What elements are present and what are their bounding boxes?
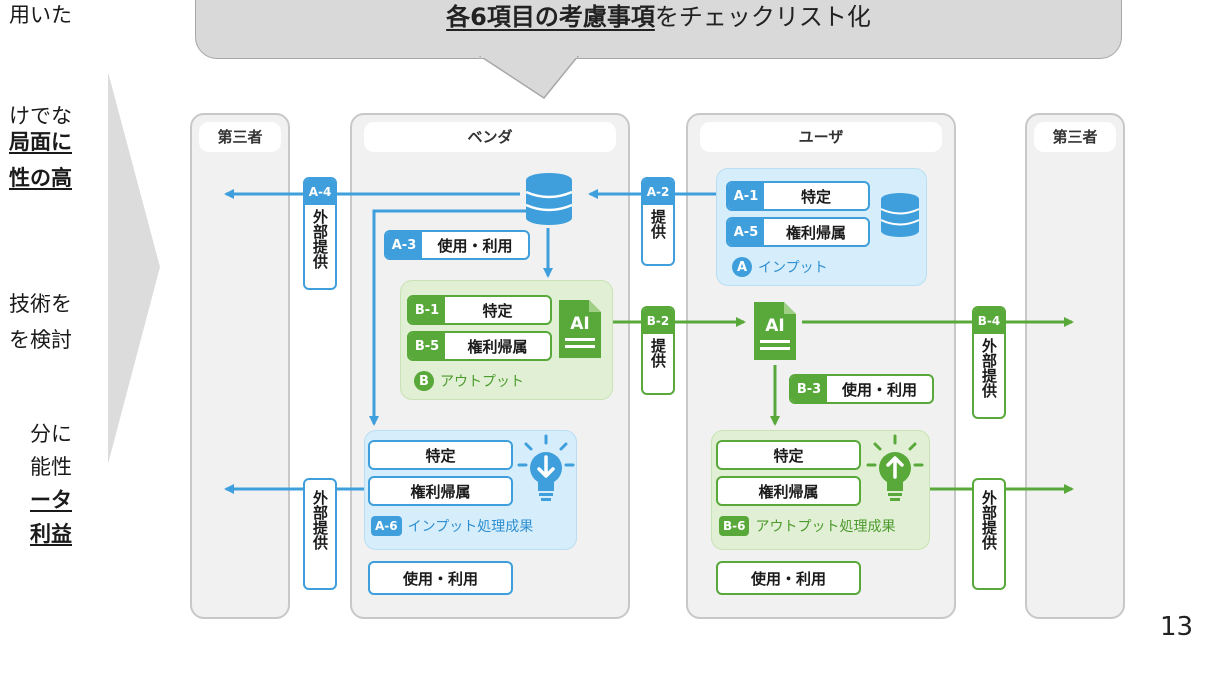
left-text-6: を検討 bbox=[9, 328, 72, 352]
lane-title-user: ユーザ bbox=[700, 122, 942, 152]
tag-a1: A-1 bbox=[728, 183, 764, 209]
output-result-caption-text: アウトプット処理成果 bbox=[755, 519, 896, 535]
bubble-text: 各6項目の考慮事項をチェックリスト化 bbox=[195, 2, 1122, 32]
page-number: 13 bbox=[1160, 612, 1194, 642]
bubble-highlight: 各6項目の考慮事項 bbox=[446, 3, 655, 31]
database-icon bbox=[880, 193, 920, 237]
ai-document-icon bbox=[754, 302, 796, 360]
item-b3: B-3 使用・利用 bbox=[789, 374, 934, 404]
lane-title-third-party-right: 第三者 bbox=[1034, 122, 1116, 152]
label-a1: 特定 bbox=[800, 187, 831, 206]
box-a4: A-4 外部提供 bbox=[303, 177, 337, 290]
left-text-3: 局面に bbox=[9, 130, 72, 154]
left-text-1: 用いた bbox=[9, 3, 72, 27]
left-text-10: 利益 bbox=[30, 522, 72, 546]
label-b5: 権利帰属 bbox=[467, 337, 528, 356]
output-result-use: 使用・利用 bbox=[716, 561, 861, 595]
lane-title-third-party-left: 第三者 bbox=[199, 122, 281, 152]
lightbulb-down-icon bbox=[517, 434, 575, 501]
tag-a3: A-3 bbox=[386, 232, 422, 258]
tag-a5: A-5 bbox=[728, 219, 764, 245]
output-result-use-label: 使用・利用 bbox=[750, 569, 826, 588]
label-ext-left: 外部提供 bbox=[311, 490, 329, 550]
label-a5: 権利帰属 bbox=[785, 223, 846, 242]
tag-b5: B-5 bbox=[409, 333, 445, 359]
label-b4: 外部提供 bbox=[980, 338, 998, 398]
input-result-item-1-label: 特定 bbox=[425, 446, 456, 465]
output-caption-badge: B bbox=[414, 371, 434, 391]
chevron-arrow bbox=[108, 72, 160, 464]
input-caption-badge: A bbox=[732, 257, 752, 277]
input-result-caption: A-6 インプット処理成果 bbox=[371, 516, 533, 536]
left-text-7: 分に bbox=[30, 422, 72, 446]
output-caption-text: アウトプット bbox=[440, 374, 524, 390]
label-a3: 使用・利用 bbox=[437, 236, 513, 255]
label-a2: 提供 bbox=[649, 209, 667, 239]
tag-a4: A-4 bbox=[305, 179, 335, 205]
input-caption: A インプット bbox=[732, 257, 828, 277]
output-caption: B アウトプット bbox=[414, 371, 524, 391]
left-text-8: 能性 bbox=[30, 455, 72, 479]
input-result-use: 使用・利用 bbox=[368, 561, 513, 595]
box-ext-right: 外部提供 bbox=[972, 478, 1006, 590]
box-a2: A-2 提供 bbox=[641, 177, 675, 266]
input-result-item-2: 権利帰属 bbox=[368, 476, 513, 506]
output-result-caption: B-6 アウトプット処理成果 bbox=[719, 516, 895, 536]
lane-third-party-left bbox=[190, 113, 290, 619]
output-result-item-2-label: 権利帰属 bbox=[758, 482, 819, 501]
database-icon bbox=[525, 173, 573, 225]
bubble-rest: をチェックリスト化 bbox=[654, 3, 871, 31]
speech-bubble bbox=[195, 0, 1122, 59]
input-caption-text: インプット bbox=[758, 260, 828, 276]
lightbulb-up-icon bbox=[866, 434, 924, 501]
tag-b1: B-1 bbox=[409, 297, 445, 323]
item-b5: B-5 権利帰属 bbox=[407, 331, 552, 361]
input-result-caption-text: インプット処理成果 bbox=[407, 519, 534, 535]
input-result-use-label: 使用・利用 bbox=[402, 569, 478, 588]
tag-b2: B-2 bbox=[643, 308, 673, 334]
lane-title-vendor: ベンダ bbox=[364, 122, 616, 152]
left-text-4: 性の高 bbox=[9, 166, 72, 190]
input-result-item-2-label: 権利帰属 bbox=[410, 482, 471, 501]
speech-bubble-tail bbox=[478, 56, 579, 99]
tag-a2: A-2 bbox=[643, 179, 673, 205]
left-text-2: けでな bbox=[9, 104, 72, 128]
item-b1: B-1 特定 bbox=[407, 295, 552, 325]
ai-document-icon bbox=[559, 300, 601, 358]
label-ext-right: 外部提供 bbox=[980, 490, 998, 550]
input-result-item-1: 特定 bbox=[368, 440, 513, 470]
label-b2: 提供 bbox=[649, 338, 667, 368]
lane-third-party-right bbox=[1025, 113, 1125, 619]
left-text-9: ータ bbox=[30, 488, 72, 512]
label-a4: 外部提供 bbox=[311, 209, 329, 269]
label-b1: 特定 bbox=[482, 301, 513, 320]
box-b4: B-4 外部提供 bbox=[972, 306, 1006, 419]
ai-label: AI bbox=[570, 314, 590, 334]
tag-b3: B-3 bbox=[791, 376, 827, 402]
output-result-caption-badge: B-6 bbox=[719, 516, 750, 536]
item-a1: A-1 特定 bbox=[726, 181, 870, 211]
input-result-caption-badge: A-6 bbox=[371, 516, 402, 536]
box-b2: B-2 提供 bbox=[641, 306, 675, 395]
output-result-item-1: 特定 bbox=[716, 440, 861, 470]
output-result-item-1-label: 特定 bbox=[773, 446, 804, 465]
ai-label-user: AI bbox=[765, 316, 785, 336]
tag-b4: B-4 bbox=[974, 308, 1004, 334]
item-a5: A-5 権利帰属 bbox=[726, 217, 870, 247]
item-a3: A-3 使用・利用 bbox=[384, 230, 530, 260]
label-b3: 使用・利用 bbox=[841, 380, 917, 399]
output-result-item-2: 権利帰属 bbox=[716, 476, 861, 506]
box-ext-left: 外部提供 bbox=[303, 478, 337, 590]
left-text-5: 技術を bbox=[9, 292, 72, 316]
arrow-a3 bbox=[369, 209, 527, 426]
